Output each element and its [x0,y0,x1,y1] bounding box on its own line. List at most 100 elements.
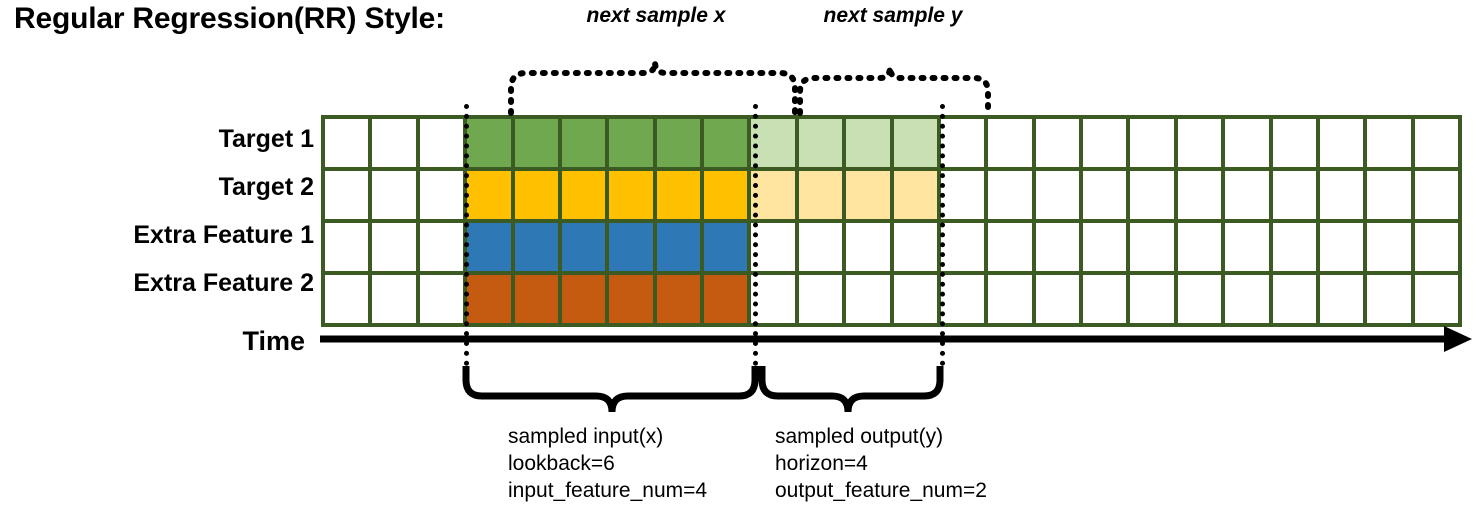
grid-cell-r4-c19-empty [1177,275,1222,323]
guide-line-input-start [464,104,469,366]
caption-input-line-2: lookback=6 [508,452,615,475]
grid-cell-r4-c6-input [561,275,606,323]
grid-cell-r2-c21-empty [1272,171,1316,219]
timeseries-grid [321,115,1462,327]
grid-cell-r1-c21-empty [1272,119,1316,167]
grid-cell-r1-c19-empty [1177,119,1222,167]
grid-cell-r2-c4-input [467,171,511,219]
grid-cell-r2-c9-input [704,171,748,219]
grid-cell-r1-c20-empty [1225,119,1269,167]
caption-output-line-2: horizon=4 [775,452,868,475]
grid-cell-r3-c13-empty [893,223,937,271]
row-label-extra-feature-1: Extra Feature 1 [133,221,314,249]
grid-cell-r4-c3-empty [419,275,464,323]
grid-cell-r3-c12-empty [846,223,890,271]
grid-cell-r2-c5-input [514,171,558,219]
grid-cell-r4-c1-empty [325,275,369,323]
grid-cell-r4-c10-empty [751,275,795,323]
grid-cell-r4-c15-empty [988,275,1032,323]
grid-cell-r1-c23-empty [1367,119,1411,167]
grid-cell-r1-c1-empty [325,119,369,167]
grid-cell-r4-c8-input [656,275,700,323]
annotation-next-sample-x: next sample x [586,4,726,27]
grid-cell-r2-c23-empty [1367,171,1411,219]
grid-cell-r1-c14-empty [940,119,985,167]
guide-line-output-end [940,104,945,366]
grid-cell-r4-c5-input [514,275,558,323]
grid-cell-r2-c7-input [609,171,653,219]
grid-cell-r2-c24-empty [1414,171,1458,219]
grid-cell-r4-c16-empty [1035,275,1079,323]
grid-cell-r3-c21-empty [1272,223,1316,271]
grid-cell-r1-c15-empty [988,119,1032,167]
grid-cell-r3-c23-empty [1367,223,1411,271]
grid-cell-r3-c17-empty [1083,223,1127,271]
grid-cell-r2-c14-empty [940,171,985,219]
grid-cell-r4-c22-empty [1319,275,1364,323]
grid-cell-r4-c4-input [467,275,511,323]
grid-cell-r1-c11-output [798,119,843,167]
grid-cell-r2-c22-empty [1319,171,1364,219]
grid-cell-r2-c16-empty [1035,171,1079,219]
grid-cell-r1-c22-empty [1319,119,1364,167]
grid-cell-r3-c9-input [704,223,748,271]
row-label-target-1: Target 1 [218,125,314,153]
grid-cell-r2-c12-output [846,171,890,219]
grid-cell-r2-c8-input [656,171,700,219]
grid-cell-r2-c3-empty [419,171,464,219]
grid-cell-r2-c20-empty [1225,171,1269,219]
grid-cell-r4-c17-empty [1083,275,1127,323]
grid-cell-r4-c18-empty [1130,275,1174,323]
grid-cell-r1-c24-empty [1414,119,1458,167]
grid-cell-r1-c16-empty [1035,119,1079,167]
grid-cell-r3-c5-input [514,223,558,271]
grid-cell-r3-c16-empty [1035,223,1079,271]
grid-cell-r1-c3-empty [419,119,464,167]
grid-cell-r3-c15-empty [988,223,1032,271]
grid-cell-r3-c14-empty [940,223,985,271]
grid-cell-r3-c3-empty [419,223,464,271]
grid-cell-r1-c18-empty [1130,119,1174,167]
grid-cell-r3-c19-empty [1177,223,1222,271]
row-label-target-2: Target 2 [218,173,314,201]
grid-cell-r1-c17-empty [1083,119,1127,167]
caption-input-line-1: sampled input(x) [508,425,664,448]
caption-input-line-3: input_feature_num=4 [508,479,708,502]
grid-cell-r1-c7-input [609,119,653,167]
grid-cell-r4-c11-empty [798,275,843,323]
grid-cell-r3-c20-empty [1225,223,1269,271]
grid-cell-r2-c6-input [561,171,606,219]
grid-cell-r2-c15-empty [988,171,1032,219]
grid-cell-r3-c7-input [609,223,653,271]
page-title: Regular Regression(RR) Style: [14,2,445,35]
time-axis-label: Time [242,326,305,356]
caption-output: sampled output(y) horizon=4 output_featu… [775,423,987,504]
grid-cell-r4-c2-empty [372,275,416,323]
grid-cell-r4-c23-empty [1367,275,1411,323]
caption-output-line-1: sampled output(y) [775,425,944,448]
grid-cell-r3-c8-input [656,223,700,271]
grid-cell-r4-c7-input [609,275,653,323]
grid-cell-r1-c13-output [893,119,937,167]
grid-cell-r2-c10-output [751,171,795,219]
caption-output-line-3: output_feature_num=2 [775,479,987,502]
grid-cell-r2-c19-empty [1177,171,1222,219]
grid-cell-r4-c14-empty [940,275,985,323]
grid-cell-r2-c2-empty [372,171,416,219]
grid-cell-r1-c6-input [561,119,606,167]
grid-cell-r3-c18-empty [1130,223,1174,271]
guide-line-input-end [753,104,758,366]
grid-cell-r1-c12-output [846,119,890,167]
grid-cell-r1-c9-input [704,119,748,167]
grid-cell-r3-c4-input [467,223,511,271]
grid-cell-r4-c13-empty [893,275,937,323]
caption-input: sampled input(x) lookback=6 input_featur… [508,423,707,504]
grid-cell-r1-c2-empty [372,119,416,167]
grid-cell-r3-c11-empty [798,223,843,271]
grid-cell-r1-c4-input [467,119,511,167]
grid-cell-r2-c11-output [798,171,843,219]
grid-cell-r3-c10-empty [751,223,795,271]
grid-cell-r4-c21-empty [1272,275,1316,323]
grid-cell-r3-c6-input [561,223,606,271]
